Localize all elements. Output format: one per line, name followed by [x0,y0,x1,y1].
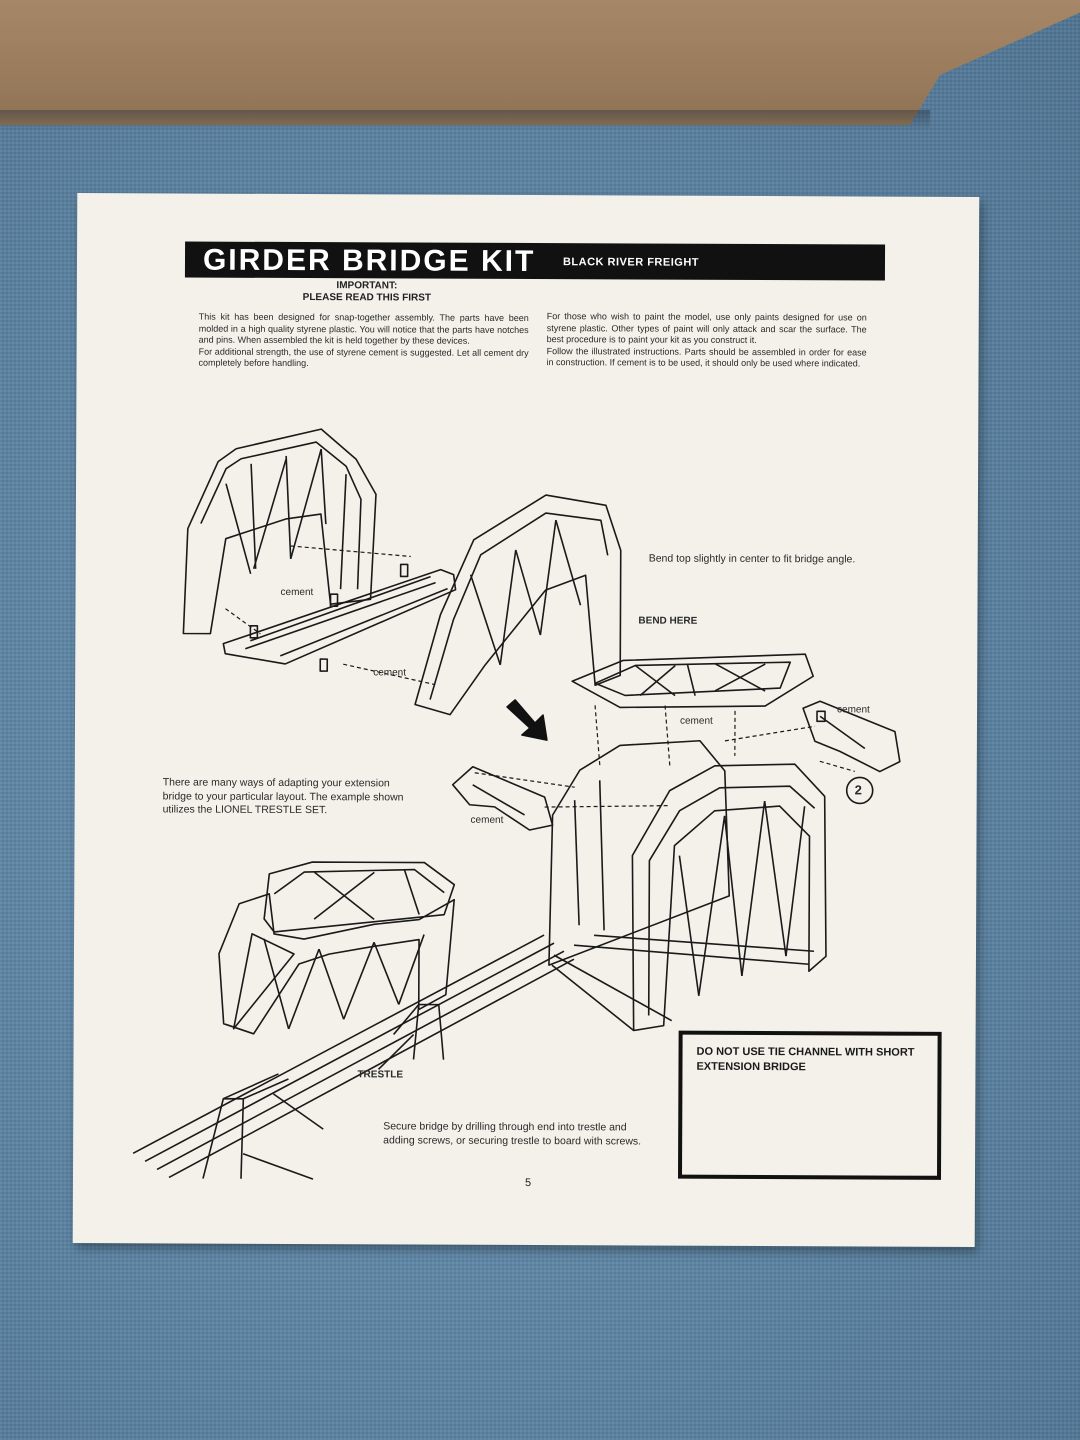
page-number: 5 [524,1177,532,1190]
bend-note: Bend top slightly in center to fit bridg… [648,552,856,566]
box-shadow [0,110,930,130]
cement-label-2: cement [373,667,407,679]
end-bracket-left-illustration [451,765,554,831]
end-bracket-right-illustration [802,700,901,773]
warning-box: DO NOT USE TIE CHANNEL WITH SHORT EXTENS… [678,1030,942,1180]
bridge-deck-illustration [222,563,457,672]
cement-label-1: cement [280,586,314,599]
left-truss-side-illustration [182,428,377,635]
step-number: 2 [854,782,862,798]
assembly-illustrations [132,428,901,1180]
secure-note: Secure bridge by drilling through end in… [383,1120,642,1148]
cardboard-box [0,0,1080,125]
bridge-on-trestle-illustration [132,861,575,1180]
step-2-circle [845,776,874,805]
right-truss-side-illustration [414,494,622,716]
assembled-bridge-illustration [548,739,827,1032]
direction-arrow-icon [506,699,548,741]
top-bracing-illustration [571,653,814,709]
adapt-note: There are many ways of adapting your ext… [162,776,404,817]
trestle-label: TRESTLE [357,1069,404,1081]
instruction-sheet: GIRDER BRIDGE KIT BLACK RIVER FREIGHT IM… [72,193,980,1247]
cement-label-3: cement [679,715,713,727]
cement-label-4: cement [837,704,870,716]
warning-text: DO NOT USE TIE CHANNEL WITH SHORT EXTENS… [696,1045,915,1074]
cement-label-5: cement [470,814,504,826]
bend-here-label: BEND HERE [638,615,698,627]
